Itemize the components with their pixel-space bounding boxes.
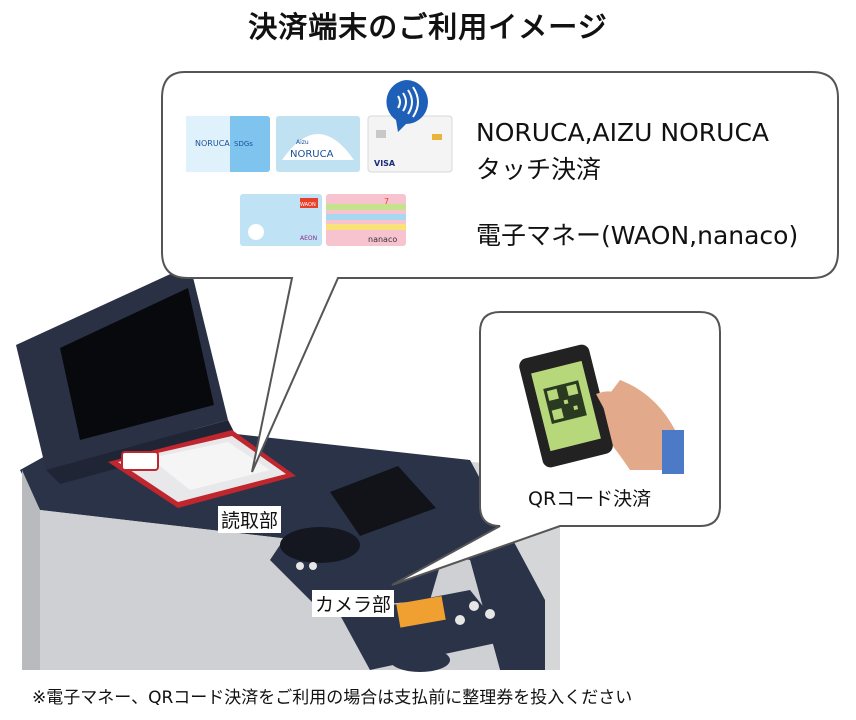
- camera-unit: [270, 455, 455, 610]
- smartphone-icon: [519, 344, 684, 474]
- card-payment-line1: NORUCA,AIZU NORUCA: [476, 118, 770, 147]
- emoney-label: 電子マネー(WAON,nanaco): [476, 221, 799, 250]
- card-nanaco-sub: 7: [384, 197, 389, 206]
- card-nanaco-text: nanaco: [368, 235, 397, 244]
- card-waon-text: WAON: [300, 202, 316, 208]
- footnote: ※電子マネー、QRコード決済をご利用の場合は支払前に整理券を投入ください: [32, 688, 633, 708]
- reader-label: 読取部: [218, 506, 282, 533]
- card-aizu-noruca-sub: Aizu: [296, 139, 309, 146]
- qr-payment-label: QRコード決済: [528, 488, 652, 510]
- page-title: 決済端末のご利用イメージ: [248, 10, 608, 44]
- card-visa-touch: VISA: [367, 115, 453, 173]
- card-waon: AEON WAON: [240, 194, 322, 246]
- card-noruca-sub: SDGs: [234, 140, 253, 148]
- contactless-icon: [386, 80, 428, 132]
- card-noruca: NORUCA SDGs: [186, 116, 270, 172]
- card-waon-sub: AEON: [300, 235, 317, 242]
- card-aizu-noruca: NORUCA Aizu: [276, 116, 360, 172]
- card-visa-text: VISA: [374, 159, 396, 168]
- card-payment-line2: タッチ決済: [476, 155, 602, 184]
- card-noruca-text: NORUCA: [195, 139, 230, 148]
- qr-code-icon: [543, 380, 587, 424]
- card-nanaco: nanaco 7: [326, 194, 406, 246]
- camera-label: カメラ部: [312, 590, 395, 617]
- reader-area: [108, 430, 296, 508]
- card-aizu-noruca-text: NORUCA: [290, 149, 334, 160]
